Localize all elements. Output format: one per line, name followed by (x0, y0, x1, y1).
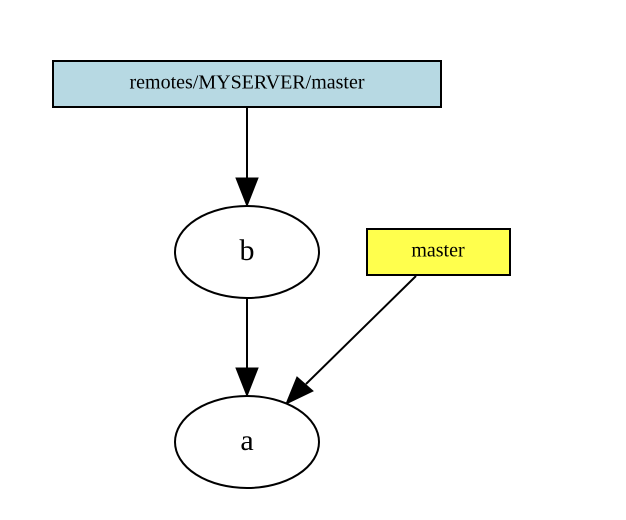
node-remote-master-label: remotes/MYSERVER/master (129, 72, 364, 94)
node-local-master-box (366, 228, 511, 276)
edge-master-to-a (285, 275, 417, 406)
node-remote-master-box (52, 60, 442, 108)
node-commit-b[interactable]: b (174, 205, 320, 299)
node-local-master-label: master (411, 240, 465, 262)
node-commit-b-label: b (240, 234, 255, 267)
node-commit-a-ellipse (174, 395, 320, 489)
node-commit-a-label: a (240, 424, 253, 457)
node-remote-master[interactable]: remotes/MYSERVER/master (52, 60, 442, 108)
node-local-master[interactable]: master (366, 228, 511, 276)
edge-b-to-a (235, 298, 259, 398)
node-commit-b-ellipse (174, 205, 320, 299)
edge-remote-master-to-b (235, 108, 259, 208)
node-commit-a[interactable]: a (174, 395, 320, 489)
